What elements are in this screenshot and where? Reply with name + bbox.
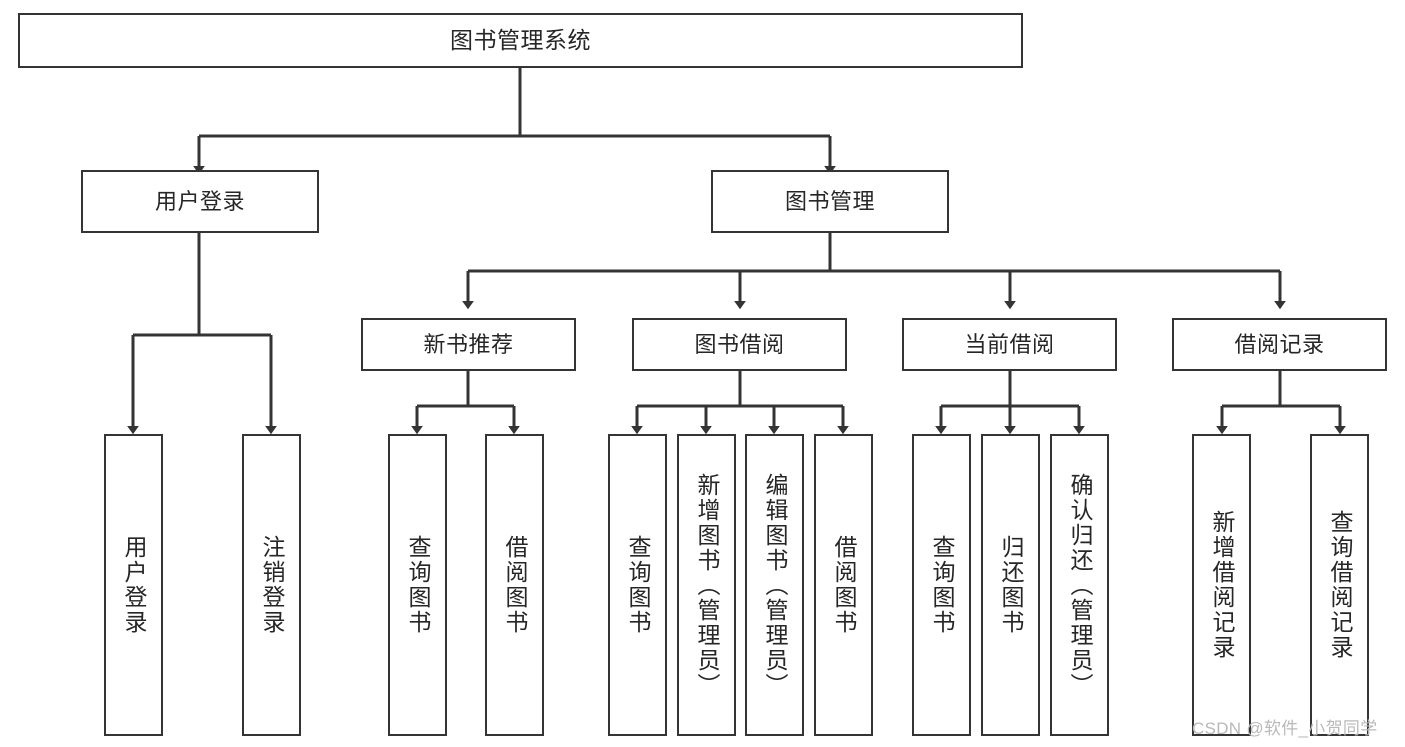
node-leaf-query-book-2[interactable]: 查询图书	[608, 434, 667, 736]
node-leaf-return-book[interactable]: 归还图书	[981, 434, 1040, 736]
node-root[interactable]: 图书管理系统	[18, 13, 1023, 68]
node-leaf-logout[interactable]: 注销登录	[242, 434, 301, 736]
node-leaf-logout-label: 注销登录	[259, 535, 285, 635]
node-borrow-record[interactable]: 借阅记录	[1172, 318, 1387, 371]
node-book-management[interactable]: 图书管理	[711, 170, 949, 233]
node-borrow-record-label: 借阅记录	[1234, 331, 1325, 357]
node-leaf-query-book-1[interactable]: 查询图书	[388, 434, 447, 736]
node-book-borrow[interactable]: 图书借阅	[632, 318, 847, 371]
node-leaf-query-book-1-label: 查询图书	[405, 535, 431, 635]
node-leaf-query-record-label: 查询借阅记录	[1327, 510, 1353, 660]
node-leaf-user-login[interactable]: 用户登录	[104, 434, 163, 736]
node-leaf-edit-book-label: 编辑图书（管理员）	[762, 472, 788, 698]
node-leaf-user-login-label: 用户登录	[121, 535, 147, 635]
node-leaf-borrow-book-2[interactable]: 借阅图书	[814, 434, 873, 736]
node-user-login-label: 用户登录	[154, 188, 245, 214]
node-leaf-query-book-3-label: 查询图书	[929, 535, 955, 635]
node-current-borrow[interactable]: 当前借阅	[902, 318, 1117, 371]
node-new-book-recommend-label: 新书推荐	[423, 331, 514, 357]
node-current-borrow-label: 当前借阅	[964, 331, 1055, 357]
node-leaf-borrow-book-1[interactable]: 借阅图书	[485, 434, 544, 736]
node-leaf-add-book[interactable]: 新增图书（管理员）	[677, 434, 736, 736]
node-leaf-return-book-label: 归还图书	[998, 535, 1024, 635]
node-user-login[interactable]: 用户登录	[81, 170, 319, 233]
node-leaf-query-record[interactable]: 查询借阅记录	[1310, 434, 1369, 736]
node-leaf-add-record-label: 新增借阅记录	[1209, 510, 1235, 660]
watermark: CSDN @软件_小贺同学	[1192, 719, 1378, 738]
node-root-label: 图书管理系统	[450, 27, 591, 54]
node-leaf-query-book-3[interactable]: 查询图书	[912, 434, 971, 736]
node-leaf-add-record[interactable]: 新增借阅记录	[1192, 434, 1251, 736]
node-book-management-label: 图书管理	[784, 188, 875, 214]
node-leaf-confirm-return-label: 确认归还（管理员）	[1067, 472, 1093, 698]
node-new-book-recommend[interactable]: 新书推荐	[361, 318, 576, 371]
node-book-borrow-label: 图书借阅	[694, 331, 785, 357]
node-leaf-borrow-book-1-label: 借阅图书	[502, 535, 528, 635]
node-leaf-edit-book[interactable]: 编辑图书（管理员）	[745, 434, 804, 736]
node-leaf-borrow-book-2-label: 借阅图书	[831, 535, 857, 635]
node-leaf-confirm-return[interactable]: 确认归还（管理员）	[1050, 434, 1109, 736]
node-leaf-add-book-label: 新增图书（管理员）	[694, 472, 720, 698]
node-leaf-query-book-2-label: 查询图书	[625, 535, 651, 635]
